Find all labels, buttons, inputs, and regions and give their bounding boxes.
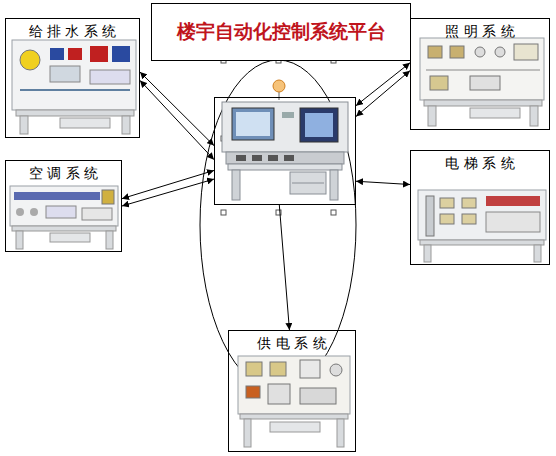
rotate-stem xyxy=(279,92,280,100)
water-panel-illustration xyxy=(12,40,136,134)
connector-arrow xyxy=(356,71,410,117)
rotate-handle xyxy=(273,80,285,92)
console-illustration xyxy=(222,102,348,200)
ac-system-box: 空 调 系 统 xyxy=(5,160,122,252)
system-heading: 电 梯 系 统 xyxy=(411,155,549,173)
connector-arrow xyxy=(122,170,214,198)
water-system-box: 给 排 水 系 统 xyxy=(5,18,140,138)
connector-arrow xyxy=(356,63,410,106)
ac-panel-illustration xyxy=(10,186,118,249)
system-heading: 供 电 系 统 xyxy=(229,335,355,353)
elevator-system-box: 电 梯 系 统 xyxy=(410,150,550,265)
connector-arrow xyxy=(356,181,410,184)
power-panel-illustration xyxy=(238,356,350,447)
connector-arrow xyxy=(122,179,214,206)
platform-title: 楼宇自动化控制系统平台 xyxy=(151,3,411,61)
connector-arrow xyxy=(279,205,289,330)
connector-arrow xyxy=(140,72,214,146)
lighting-panel-illustration xyxy=(420,38,544,126)
connector-arrow xyxy=(140,80,214,159)
elevator-panel-illustration xyxy=(418,190,546,262)
lighting-system-box: 照 明 系 统 xyxy=(410,18,550,130)
platform-box: 楼宇自动化控制系统平台 xyxy=(214,97,356,205)
system-heading: 空 调 系 统 xyxy=(6,165,121,183)
system-heading: 给 排 水 系 统 xyxy=(6,23,139,41)
power-system-box: 供 电 系 统 xyxy=(228,330,356,452)
platform-ellipse xyxy=(200,60,356,390)
system-heading: 照 明 系 统 xyxy=(411,23,549,41)
